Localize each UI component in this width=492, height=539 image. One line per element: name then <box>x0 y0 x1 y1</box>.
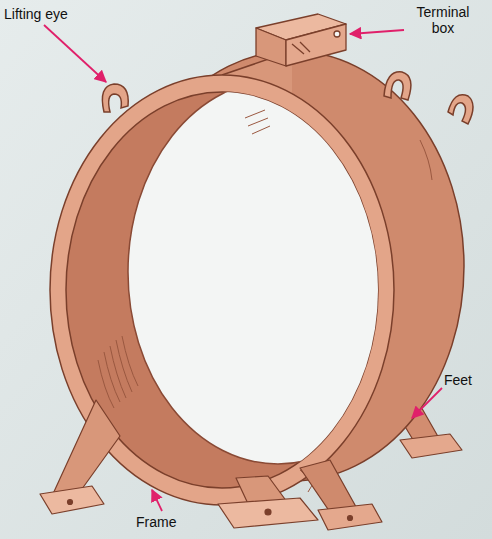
part-label: Feet <box>444 372 472 388</box>
surface-shading <box>98 110 432 492</box>
frame-feet <box>40 400 382 530</box>
part-label: Terminal box <box>406 4 480 36</box>
part-label: Lifting eye <box>4 6 68 22</box>
leader-line <box>350 30 404 34</box>
frame-cylinder <box>50 51 464 505</box>
leader-line <box>44 25 106 82</box>
part-label: Frame <box>136 514 176 530</box>
leader-line <box>412 388 442 418</box>
terminal-box <box>256 14 346 66</box>
leader-line <box>44 25 442 511</box>
lifting-eye <box>102 72 473 124</box>
leader-line <box>152 490 162 511</box>
